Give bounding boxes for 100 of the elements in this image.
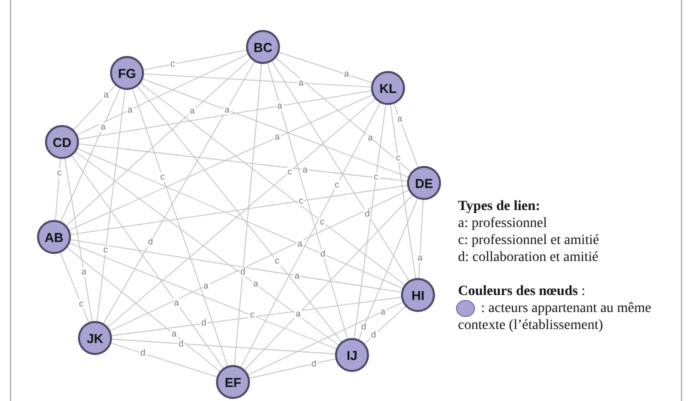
link-line: [75, 152, 339, 346]
edge-label: a: [202, 281, 210, 290]
edge-label: a: [252, 280, 260, 289]
link-line: [70, 239, 402, 293]
actor-node: CD: [45, 125, 79, 159]
edge-label: c: [334, 180, 340, 190]
link-line: [73, 84, 116, 130]
link-line: [418, 200, 424, 278]
actor-node: FG: [110, 56, 144, 90]
edge-label: c: [318, 217, 326, 226]
legend-text: a: professionnel: [458, 215, 548, 232]
link-line: [54, 158, 62, 220]
edge-label: d: [139, 348, 146, 358]
edge-label: d: [364, 209, 371, 218]
actor-node: JK: [78, 321, 112, 355]
link-line: [107, 98, 376, 328]
edge-label: c: [169, 60, 176, 69]
link-line: [66, 58, 251, 226]
actor-node: IJ: [335, 338, 369, 372]
link-line: [390, 104, 416, 279]
link-line: [267, 62, 348, 340]
link-line: [103, 61, 255, 324]
link-line: [70, 185, 408, 235]
edge-label: a: [102, 90, 110, 100]
edge-label: c: [394, 153, 402, 162]
link-line: [110, 342, 218, 378]
edge-label: d: [370, 330, 377, 340]
edge-label: d: [146, 238, 154, 247]
link-line: [364, 306, 406, 344]
legend-heading: Types de lien:: [458, 198, 542, 215]
edge-label: c: [372, 172, 380, 182]
link-line: [112, 338, 336, 354]
edge-label: a: [126, 105, 134, 114]
link-line: [144, 74, 372, 88]
edge-label: a: [276, 101, 284, 110]
link-line: [143, 50, 247, 70]
edge-label: a: [274, 132, 281, 142]
edge-label: d: [200, 318, 208, 328]
link-line: [248, 302, 404, 376]
legend-text: c: professionnel et amitié: [458, 232, 600, 249]
edge-label: c: [298, 196, 304, 206]
link-line: [111, 296, 402, 336]
edge-label: c: [159, 172, 166, 181]
link-line: [77, 148, 403, 289]
link-line: [71, 155, 224, 369]
edge-label: a: [173, 298, 180, 308]
edge-label: c: [56, 168, 63, 178]
edge-label: a: [298, 78, 304, 88]
edge-label: a: [294, 310, 302, 319]
link-line: [64, 158, 93, 322]
edge-label: a: [188, 106, 196, 116]
actor-node: AB: [37, 220, 71, 254]
edge-label: a: [302, 165, 309, 174]
legend-heading: Couleurs des nœuds :: [458, 283, 586, 300]
link-line: [60, 88, 121, 222]
edge-label: a: [170, 330, 178, 339]
link-line: [244, 194, 413, 370]
link-line: [142, 78, 408, 178]
actor-node: HI: [401, 278, 435, 312]
link-line: [110, 190, 410, 332]
edge-label: c: [102, 245, 109, 254]
actor-node: BC: [246, 30, 280, 64]
link-line: [272, 60, 410, 282]
actor-node: DE: [407, 166, 441, 200]
link-line: [278, 52, 372, 84]
legend-text: d: collaboration et amitié: [458, 249, 600, 266]
edge-label: c: [78, 300, 85, 309]
edge-label: a: [396, 114, 404, 124]
edge-label: d: [310, 359, 318, 368]
edge-label: a: [366, 133, 374, 142]
link-line: [78, 143, 408, 182]
link-line: [132, 88, 228, 366]
edge-label: a: [223, 106, 230, 115]
edge-label: d: [178, 339, 185, 348]
link-line: [69, 94, 373, 231]
edge-label: c: [274, 256, 280, 266]
link-line: [69, 242, 337, 350]
link-line: [240, 102, 381, 368]
edge-label: a: [416, 253, 424, 262]
link-line: [60, 252, 90, 323]
edge-label: d: [360, 322, 368, 332]
link-line: [394, 103, 418, 168]
link-line: [234, 63, 262, 366]
link-line: [358, 198, 418, 340]
edge-label: a: [99, 122, 106, 132]
legend-text: : acteurs appartenant au même contexte (l’établissement): [458, 300, 652, 334]
link-line: [249, 358, 336, 379]
edge-label: a: [80, 268, 88, 277]
actor-node: KL: [371, 71, 405, 105]
link-line: [137, 86, 342, 342]
link-line: [76, 54, 248, 136]
link-line: [96, 89, 126, 322]
edge-label: d: [319, 250, 326, 259]
actor-node: EF: [216, 365, 250, 399]
edge-label: a: [343, 70, 350, 79]
edge-label: c: [248, 310, 256, 320]
edge-label: a: [379, 307, 386, 316]
link-line: [140, 82, 405, 286]
link-line: [276, 58, 412, 172]
edge-label: c: [286, 167, 294, 176]
